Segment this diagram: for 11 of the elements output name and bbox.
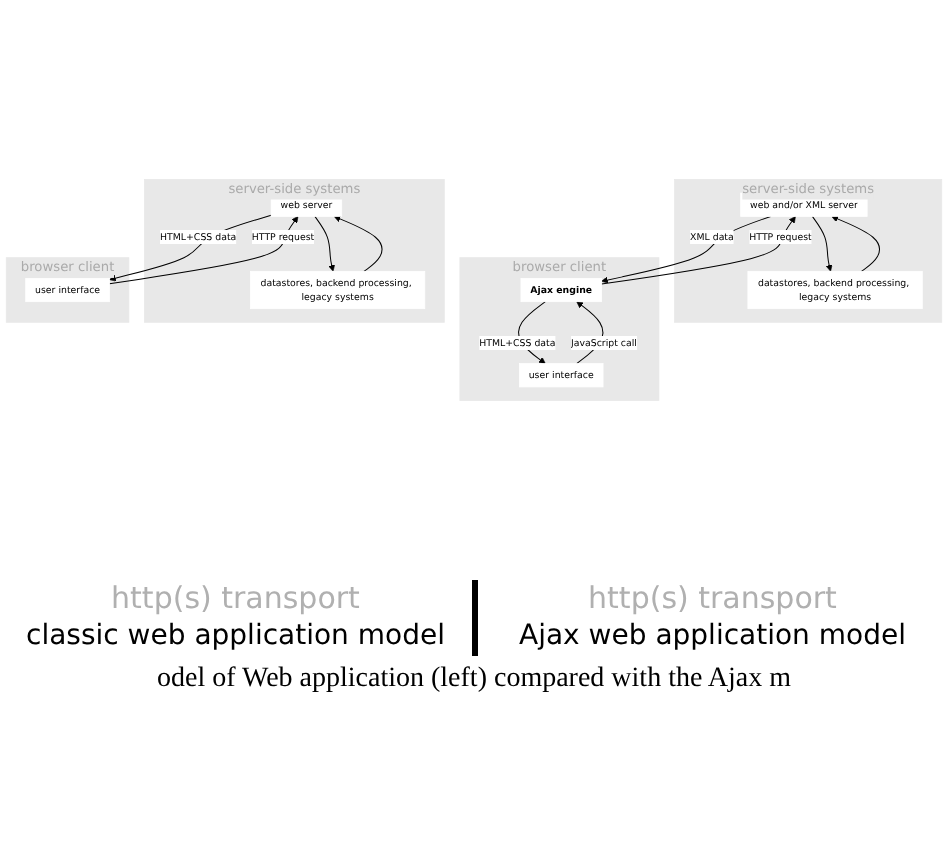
arrow [109,214,272,282]
arrow [333,215,383,272]
arrow [108,216,299,285]
transport-label: http(s) transport [109,580,362,616]
arrow [314,215,335,272]
arrow [811,215,833,272]
model-title: classic web application model [24,620,447,652]
arrow [831,215,880,272]
transport-label: http(s) transport [586,580,839,616]
model-title: Ajax web application model [517,620,908,652]
caption: odel of Web application (left) compared with the Ajax m [156,664,792,696]
